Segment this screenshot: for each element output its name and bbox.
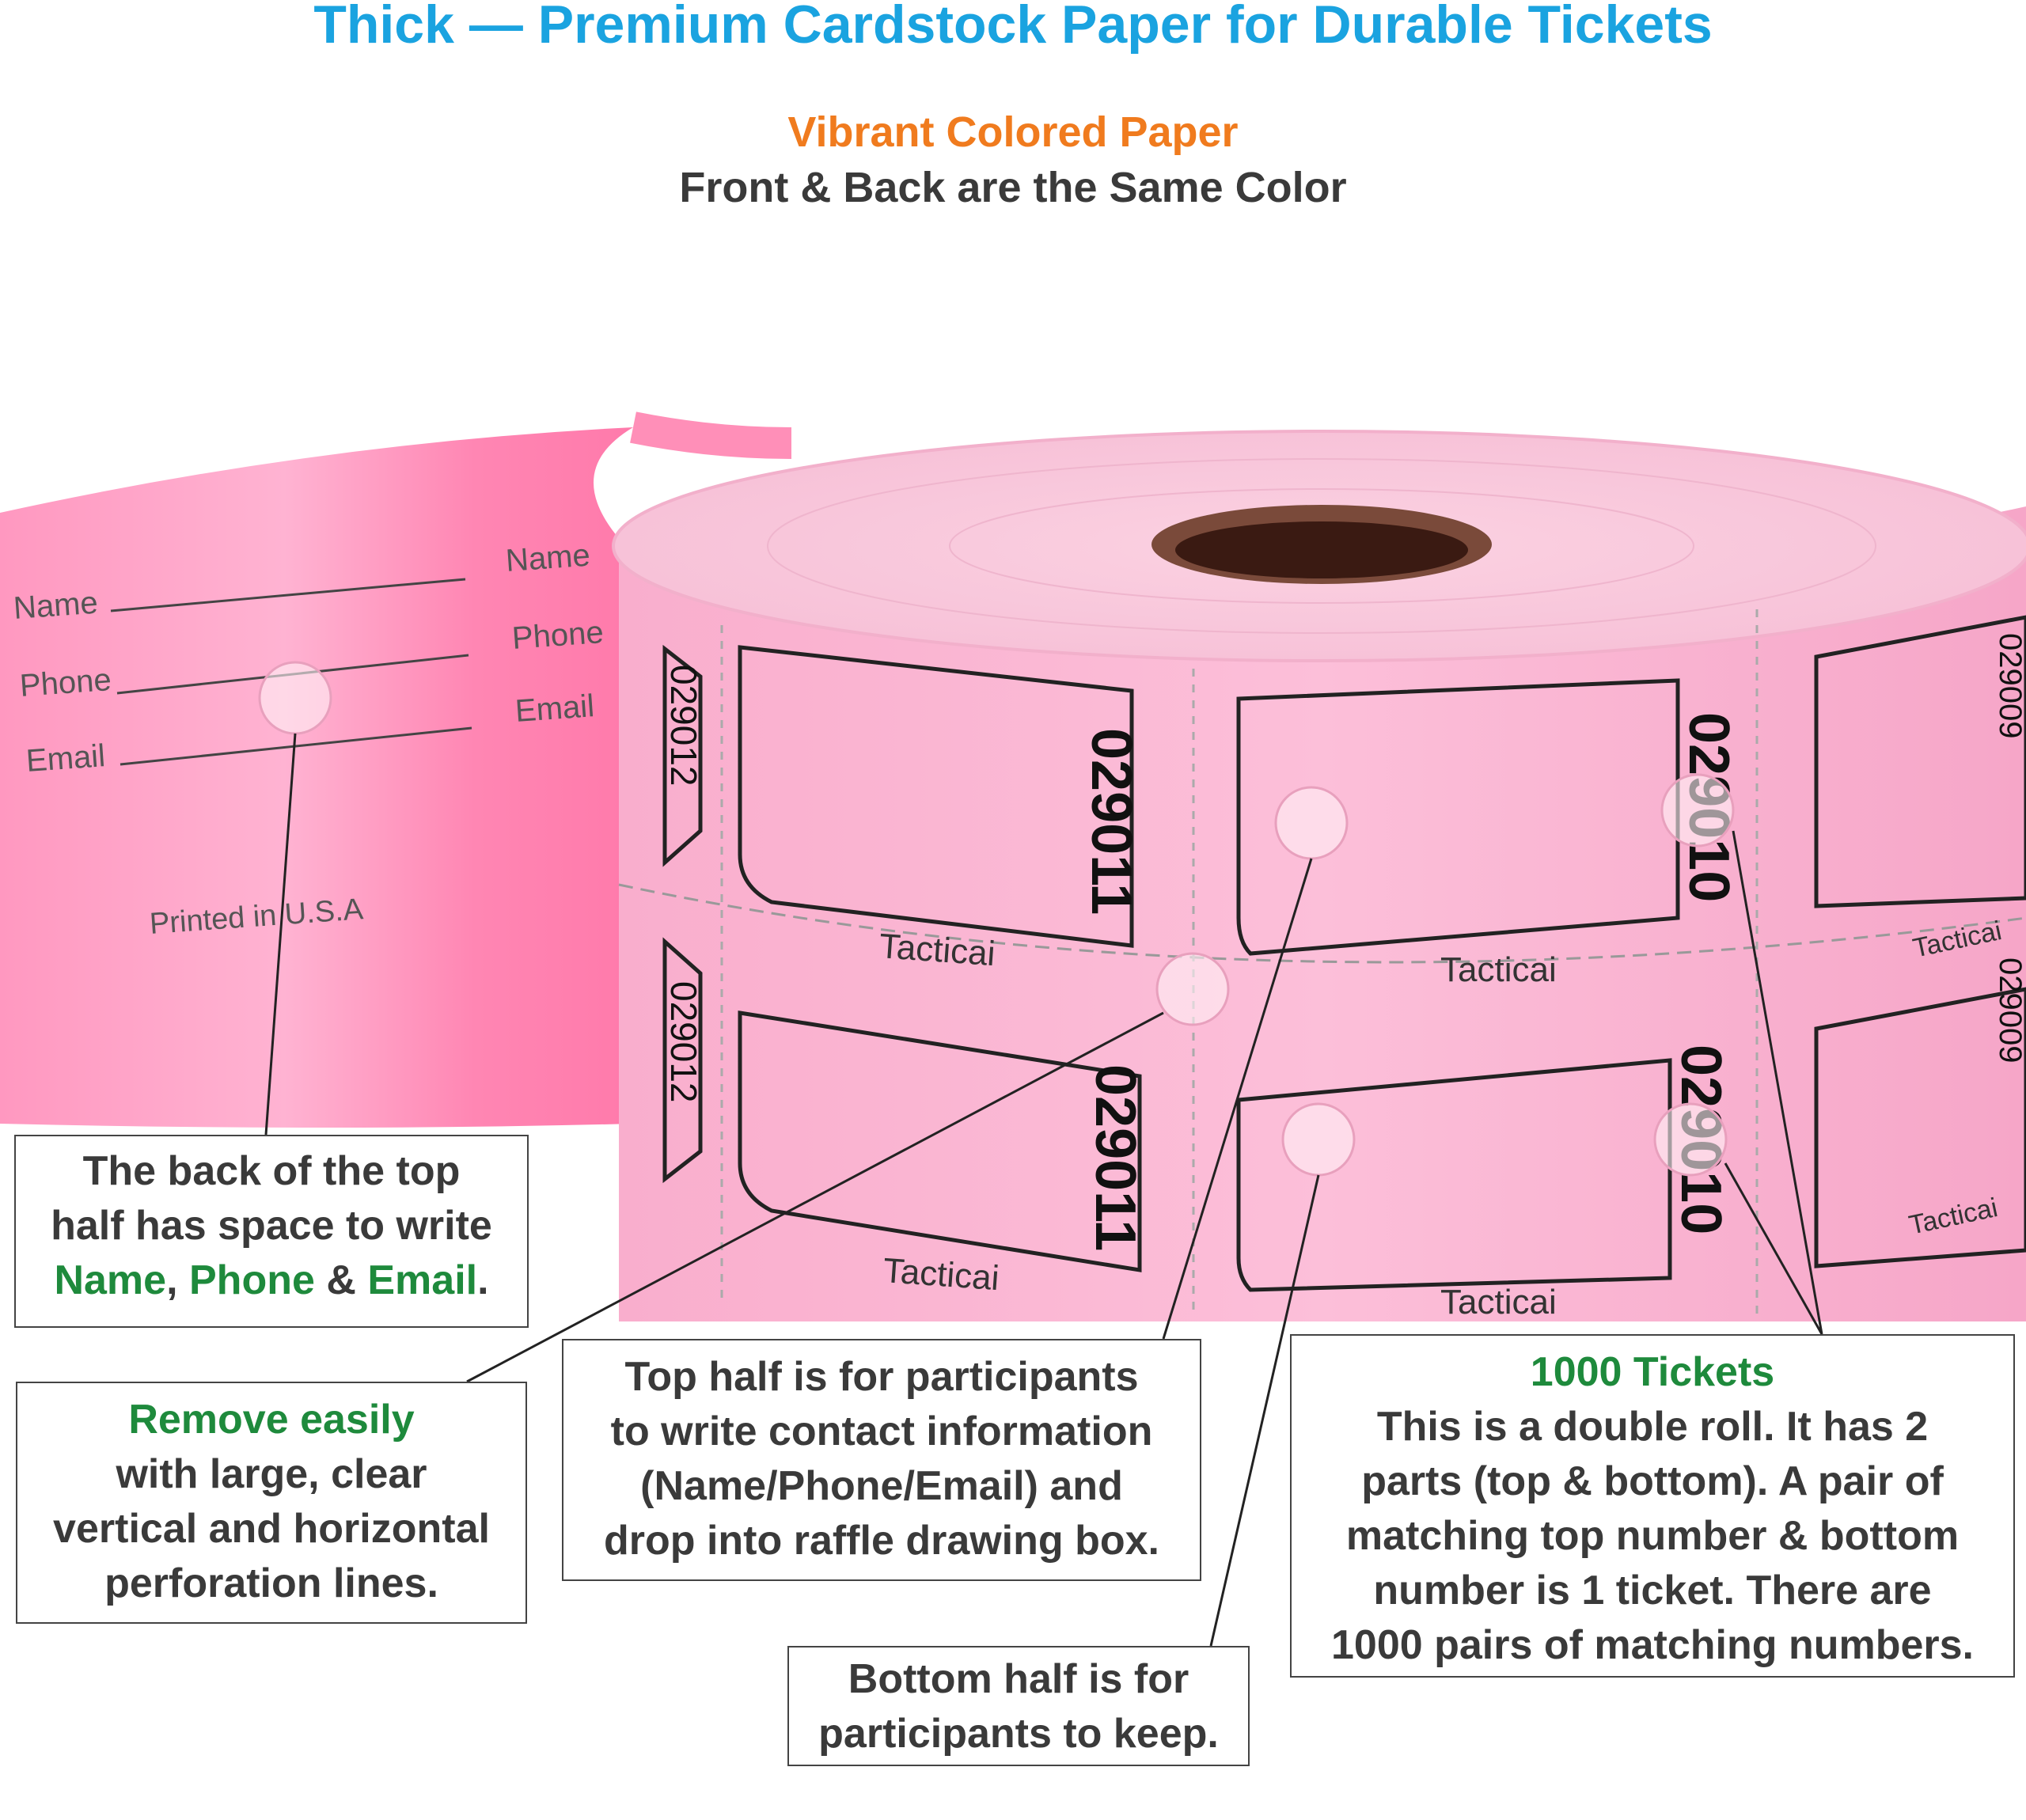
ticket-brands: Tacticai Tacticai Tacticai Tacticai Tact… <box>878 916 2004 1321</box>
callout-back-line3: Name, Phone & Email. <box>16 1253 527 1308</box>
callout-back-line2: half has space to write <box>51 1203 492 1249</box>
strip-phone-label-left: Phone <box>19 662 112 703</box>
ticket-number-bottom-1: 029011 <box>1083 1064 1147 1251</box>
roll-top-ring <box>767 458 1876 634</box>
subtitle-colored: Vibrant Colored Paper <box>787 108 1239 156</box>
callout-bottom-line1: Bottom half is for <box>848 1656 1189 1702</box>
roll-core-hole <box>1175 521 1468 578</box>
callout-top-line1: Top half is for participants <box>624 1354 1139 1400</box>
callout-remove-line1: with large, clear <box>116 1451 427 1497</box>
callout-tickets-heading: 1000 Tickets <box>1530 1349 1775 1395</box>
ticket-number-bottom-3: 029012 <box>663 981 704 1103</box>
callout-tickets-line4: number is 1 ticket. There are <box>1373 1568 1932 1613</box>
separator-1: , <box>166 1257 189 1303</box>
callout-remove-line2: vertical and horizontal <box>53 1506 490 1552</box>
strip-top-edge <box>630 411 792 459</box>
callout-back-of-top-half: The back of the top half has space to wr… <box>14 1135 529 1328</box>
callout-tickets-line3: matching top number & bottom <box>1345 1513 1960 1559</box>
callout-top-line2: to write contact information <box>610 1409 1153 1454</box>
callout-1000-tickets: 1000 Tickets This is a double roll. It h… <box>1290 1334 2015 1678</box>
callout-bottom-line2: participants to keep. <box>818 1711 1219 1757</box>
strip-name-label-right: Name <box>505 538 592 578</box>
callout-bottom-half: Bottom half is for participants to keep. <box>787 1646 1250 1766</box>
callout-leader-lines <box>264 733 1823 1647</box>
callout-remove-easily: Remove easily with large, clear vertical… <box>16 1382 527 1624</box>
callout-remove-line3: perforation lines. <box>104 1560 438 1606</box>
callout-top-half: Top half is for participants to write co… <box>562 1339 1201 1581</box>
period: . <box>477 1257 489 1303</box>
phone-highlight: Phone <box>189 1257 315 1303</box>
ticket-outlines <box>662 615 2026 1292</box>
brand-bottom-1: Tacticai <box>882 1251 1000 1298</box>
roll-top-ring-inner <box>949 488 1694 604</box>
ticket-strip <box>0 427 633 1128</box>
subtitle: Front & Back are the Same Color <box>679 164 1347 211</box>
brand-top-1: Tacticai <box>878 927 996 973</box>
ticket-number-top-1: 029011 <box>1079 728 1143 915</box>
highlight-circles <box>258 661 1735 1177</box>
strip-name-label-left: Name <box>13 586 100 626</box>
email-highlight: Email <box>367 1257 478 1303</box>
strip-email-label-right: Email <box>514 688 596 729</box>
callout-tickets-line2: parts (top & bottom). A pair of <box>1361 1458 1944 1504</box>
callout-back-line1: The back of the top <box>82 1148 461 1194</box>
callout-tickets-line1: This is a double roll. It has 2 <box>1376 1404 1929 1450</box>
name-highlight: Name <box>54 1257 167 1303</box>
strip-back-text: Name Phone Email Printed in U.S.A Name P… <box>13 538 605 941</box>
callout-tickets-line5: 1000 pairs of matching numbers. <box>1330 1622 1975 1668</box>
callout-remove-heading: Remove easily <box>128 1397 415 1443</box>
brand-bottom-2: Tacticai <box>1440 1283 1557 1321</box>
callout-top-line3: (Name/Phone/Email) and <box>640 1463 1123 1509</box>
separator-2: & <box>314 1257 368 1303</box>
page-title: Thick — Premium Cardstock Paper for Dura… <box>313 0 1713 55</box>
ticket-number-bottom-4: 029009 <box>1993 957 2026 1063</box>
brand-top-2: Tacticai <box>1440 950 1557 989</box>
callout-top-line4: drop into raffle drawing box. <box>604 1518 1159 1564</box>
strip-phone-label-right: Phone <box>511 615 605 656</box>
horizontal-perforation <box>618 883 2026 964</box>
strip-email-label-left: Email <box>25 738 107 779</box>
ticket-number-top-4: 029009 <box>1993 633 2026 738</box>
ticket-number-top-3: 029012 <box>663 665 704 787</box>
